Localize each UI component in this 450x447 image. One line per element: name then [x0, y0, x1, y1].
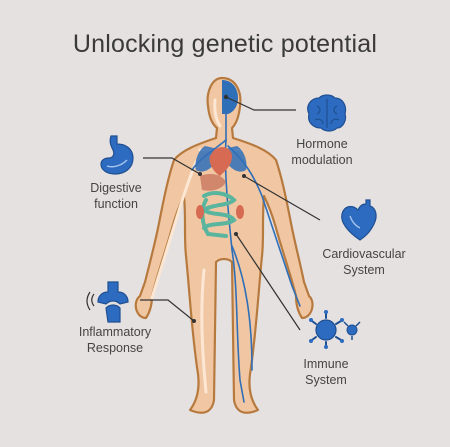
page-title: Unlocking genetic potential	[72, 30, 378, 58]
leader-line-digestive	[143, 157, 201, 175]
human-body-figure	[134, 76, 314, 414]
bone-highlights	[150, 98, 242, 394]
intestines-organ	[200, 191, 237, 238]
label-hormone-modulation: Hormone modulation	[284, 136, 360, 168]
brain-icon	[307, 94, 347, 132]
leader-lines	[140, 96, 321, 331]
lungs-organ	[195, 146, 247, 172]
label-digestive-line2: function	[94, 197, 138, 211]
heart-icon	[341, 199, 377, 241]
leader-line-cardio	[243, 175, 321, 221]
body-silhouette	[134, 76, 314, 414]
label-immune-line2: System	[305, 373, 347, 387]
liver-organ	[200, 174, 226, 191]
leader-line-immune	[235, 233, 301, 331]
label-inflammatory-line2: Response	[86, 341, 144, 355]
kidneys-organ	[196, 205, 244, 219]
label-digestive-function: Digestive function	[80, 180, 152, 212]
label-hormone-line1: Hormone	[296, 137, 348, 151]
label-digestive-line1: Digestive	[90, 181, 142, 195]
label-cardio-line1: Cardiovascular	[322, 247, 406, 261]
leader-line-inflammatory	[140, 299, 195, 322]
label-hormone-line2: modulation	[291, 153, 353, 167]
label-cardiovascular-system: Cardiovascular System	[312, 246, 416, 278]
label-inflammatory-response: Inflammatory Response	[66, 324, 164, 356]
brain-region	[222, 80, 238, 114]
stomach-icon	[100, 135, 134, 175]
immune-cells-icon	[309, 310, 361, 349]
heart-organ	[209, 147, 232, 176]
label-inflammatory-line1: Inflammatory	[78, 325, 152, 339]
joint-icon	[86, 281, 129, 323]
leader-line-hormone	[225, 96, 296, 111]
label-cardio-line2: System	[343, 263, 385, 277]
label-immune-line1: Immune	[303, 357, 349, 371]
label-immune-system: Immune System	[296, 356, 356, 388]
